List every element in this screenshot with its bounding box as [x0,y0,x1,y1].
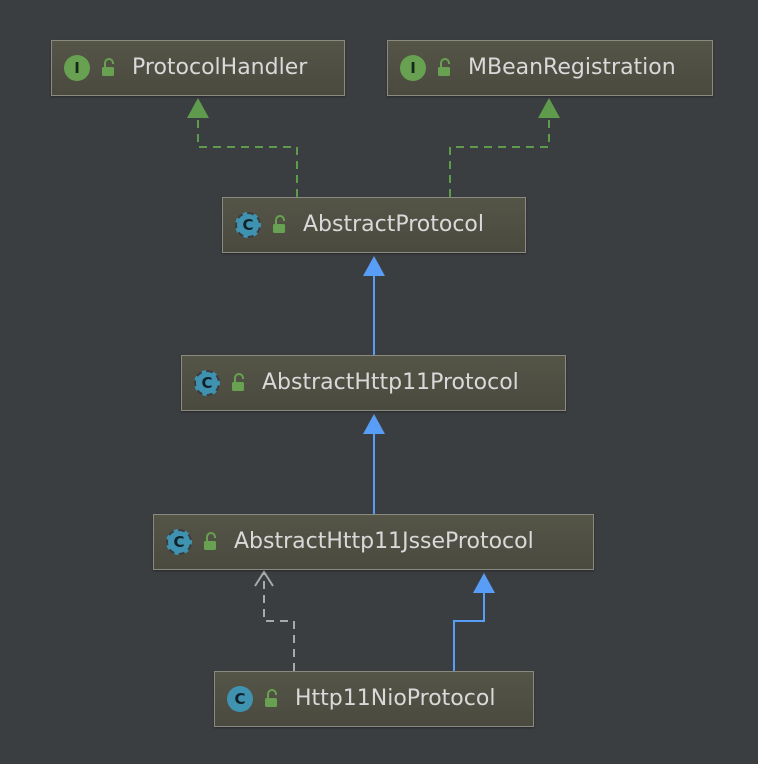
edge-abstractprotocol-implements-mbeanregistration [449,98,560,197]
public-access-icon [102,58,114,76]
node-abstracthttp11protocol[interactable]: C AbstractHttp11Protocol [181,355,566,411]
edge-abstractprotocol-implements-protocolhandler [187,98,298,197]
node-label: AbstractHttp11Protocol [262,370,519,395]
abstract-class-icon: C [235,212,261,238]
public-access-icon [232,373,244,391]
node-abstracthttp11jsseprotocol[interactable]: C AbstractHttp11JsseProtocol [153,514,594,570]
interface-icon: I [400,55,426,81]
node-label: Http11NioProtocol [295,686,496,711]
edge-abstracthttp11protocol-extends-abstractprotocol [363,256,385,355]
node-protocolhandler[interactable]: I ProtocolHandler [51,40,345,96]
class-icon: C [227,686,253,712]
public-access-icon [273,215,285,233]
node-http11nioprotocol[interactable]: C Http11NioProtocol [214,671,534,727]
node-label: AbstractProtocol [303,212,485,237]
interface-icon: I [64,55,90,81]
abstract-class-icon: C [166,529,192,555]
public-access-icon [204,532,216,550]
edge-http11nioprotocol-dependency-abstracthttp11jsseprotocol [254,570,295,671]
node-mbeanregistration[interactable]: I MBeanRegistration [387,40,713,96]
node-label: MBeanRegistration [468,55,676,80]
node-label: AbstractHttp11JsseProtocol [234,529,534,554]
edge-http11nioprotocol-extends-abstracthttp11jsseprotocol [453,573,495,671]
node-label: ProtocolHandler [132,55,308,80]
node-abstractprotocol[interactable]: C AbstractProtocol [222,197,526,253]
public-access-icon [265,689,277,707]
abstract-class-icon: C [194,370,220,396]
edge-abstracthttp11jsseprotocol-extends-abstracthttp11protocol [363,414,385,514]
public-access-icon [438,58,450,76]
